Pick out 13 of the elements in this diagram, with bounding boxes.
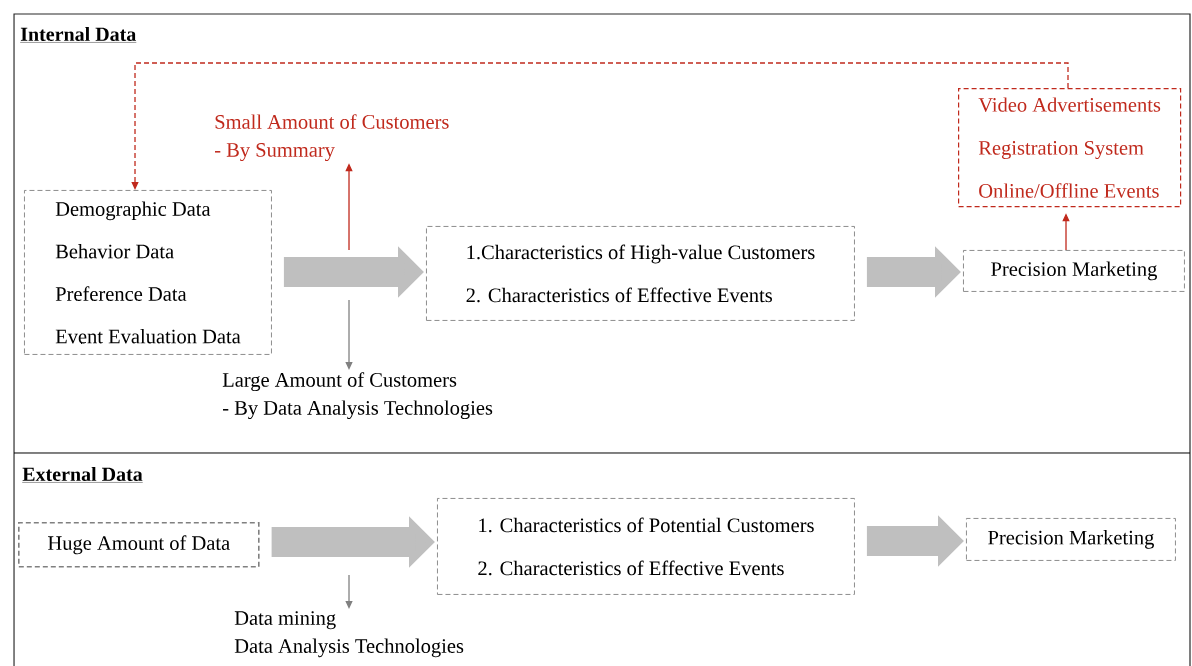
section-heading: External Data	[22, 466, 143, 483]
note-text: Small Amount of Customers - By Summary	[215, 114, 449, 162]
note-text: Data mining Data Analysis Technologies	[234, 611, 464, 658]
text-box: 1. Characteristics of Potential Customers 2. Characteristics of Effective Events	[437, 498, 855, 595]
arrow	[131, 62, 1069, 190]
text-box: Precision Marketing	[966, 518, 1176, 561]
text-box: 1.Characteristics of High-value Customers 2. Characteristics of Effective Events	[426, 226, 855, 321]
section-heading: Internal Data	[20, 26, 137, 43]
text-box: Huge Amount of Data	[18, 522, 260, 568]
text-box: Demographic Data Behavior Data Preference Data Event Evaluation Data	[24, 190, 272, 355]
text-box: Video Advertisements Registration System Online/Offline Events	[958, 88, 1182, 208]
note-text: Large Amount of Customers - By Data Analysis Technologies	[222, 372, 493, 420]
text-box: Precision Marketing	[963, 250, 1185, 292]
